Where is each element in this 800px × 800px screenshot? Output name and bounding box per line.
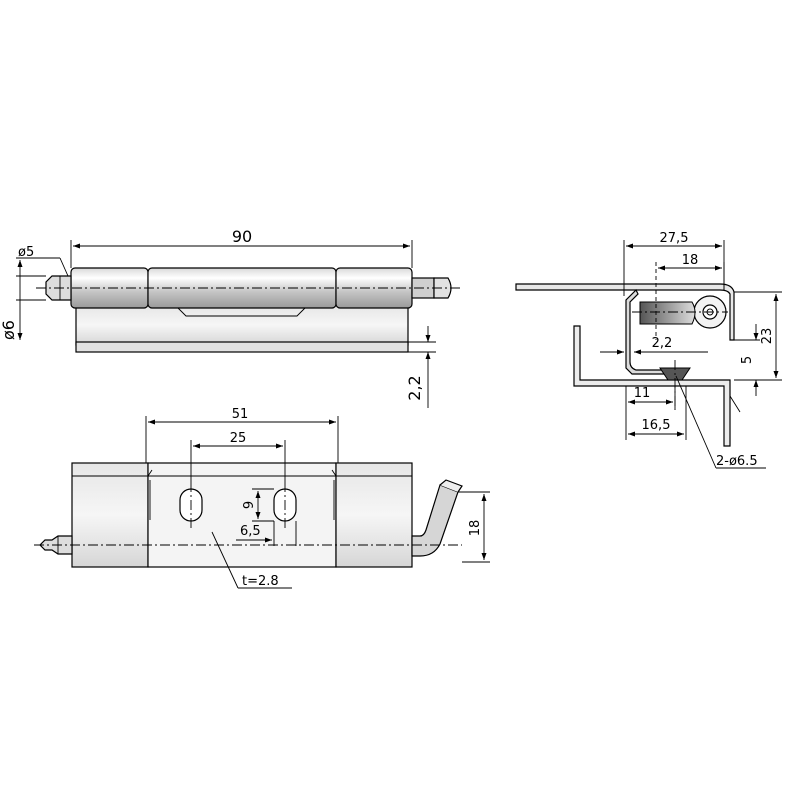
dim-9-label: 9 [242,501,257,509]
front-plate [75,304,409,346]
side-slot [639,301,696,325]
side-body [625,288,677,375]
top-barrel-left [71,462,149,568]
front-view: 90 ø5 ø6 2,2 [0,227,462,408]
front-slot [177,307,306,317]
dim-side-2-2-label: 2,2 [652,336,673,351]
dim-27-5-label: 27,5 [660,231,689,246]
dim-51-label: 51 [232,407,249,422]
side-view: 27,5 18 2,2 23 5 11 16,5 2-ø6.5 [515,231,782,469]
thickness-label: t=2.8 [242,574,279,589]
front-plate-edge [75,341,409,353]
dim-5-label: 5 [740,356,755,364]
dim-side-18-label: 18 [682,253,699,268]
dim-dia6-label: ø6 [0,320,18,340]
dim-6-5-label: 6,5 [240,524,261,539]
hole-spec-label: 2-ø6.5 [716,454,758,469]
top-leaf [147,462,337,568]
dim-18-label: 18 [468,520,483,537]
pin-right-end [433,277,452,299]
top-view: 51 25 9 6,5 18 t=2.8 [34,407,490,589]
dim-23-label: 23 [760,328,775,345]
dim-11-label: 11 [634,386,651,401]
dim-2-2-label: 2,2 [405,375,424,400]
side-leaf-bottom [573,325,731,447]
dim-16-5-label: 16,5 [642,418,671,433]
dim-25-label: 25 [230,431,247,446]
top-barrel-right [335,462,413,568]
dim-dia5-label: ø5 [18,245,34,260]
dim-90-label: 90 [232,227,252,246]
